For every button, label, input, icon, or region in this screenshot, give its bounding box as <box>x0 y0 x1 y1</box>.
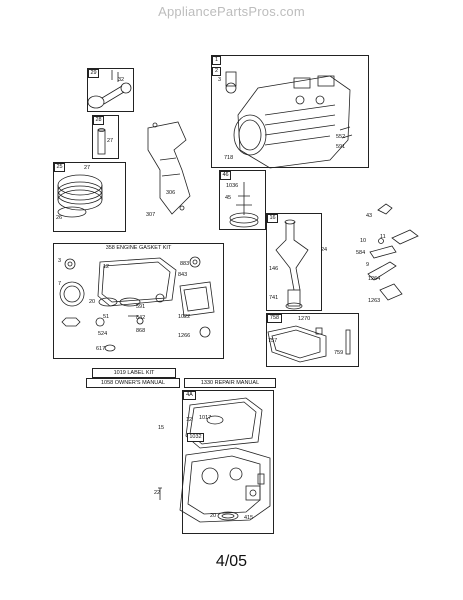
piston-pin-drawing <box>97 128 106 155</box>
air-guide-drawing <box>147 121 191 215</box>
cylinder-sub-ref-number: 2 <box>212 67 221 76</box>
engine-gasket-kit-box: 358 ENGINE GASKET KIT <box>53 243 224 359</box>
label-741: 741 <box>269 295 279 301</box>
rocker-cover-ref-number: 758 <box>267 314 282 323</box>
connecting-rod-box: 29 <box>87 68 134 112</box>
sump-ref-number: 4A <box>183 391 196 400</box>
governor-drawing <box>229 182 259 228</box>
label-11: 11 <box>380 234 386 240</box>
cylinder-block-drawing <box>225 71 353 169</box>
label-45: 45 <box>225 195 232 201</box>
sump-assembly-box: 4A 1032 <box>182 390 274 534</box>
label-26: 26 <box>56 215 63 221</box>
label-kit-title: 1019 LABEL KIT <box>92 368 176 378</box>
page-date: 4/05 <box>215 553 248 570</box>
governor-ref-number: 46 <box>220 171 231 180</box>
label-584: 584 <box>356 250 366 256</box>
label-146: 146 <box>269 266 279 272</box>
label-32: 32 <box>118 77 125 83</box>
gasket-label-883: 883 <box>180 261 190 267</box>
label-1264: 1264 <box>368 276 381 282</box>
label-43: 43 <box>366 213 373 219</box>
gasket-label-842: 842 <box>136 315 146 321</box>
crankshaft-box: 16 <box>266 213 322 311</box>
label-27a: 27 <box>107 138 114 144</box>
gasket-label-51: 51 <box>103 314 110 320</box>
label-1270: 1270 <box>298 316 311 322</box>
label-307: 307 <box>146 212 156 218</box>
piston-drawing <box>57 174 103 218</box>
gasket-label-843: 843 <box>178 272 188 278</box>
governor-box: 46 <box>219 170 266 230</box>
label-591: 591 <box>336 144 346 150</box>
gasket-label-617: 617 <box>96 346 106 352</box>
gasket-label-1266: 1266 <box>178 333 191 339</box>
label-1263: 1263 <box>368 298 381 304</box>
label-718: 718 <box>224 155 234 161</box>
gasket-label-7: 7 <box>58 281 62 287</box>
label-10: 10 <box>360 238 367 244</box>
label-1036: 1036 <box>226 183 239 189</box>
gasket-label-12: 12 <box>103 264 110 270</box>
cylinder-assembly-box: 1 2 <box>211 55 369 168</box>
rocker-cover-box: 758 <box>266 313 359 367</box>
gasket-kit-title: 358 ENGINE GASKET KIT <box>105 245 172 251</box>
label-3: 3 <box>218 77 222 83</box>
piston-pin-box: 28 <box>92 115 119 159</box>
crankshaft-ref-number: 16 <box>267 214 278 223</box>
label-27b: 27 <box>84 165 91 171</box>
repair-manual-title: 1330 REPAIR MANUAL <box>184 378 276 388</box>
sump-sub-ref-number: 1032 <box>187 433 204 442</box>
gasket-kit-drawing <box>59 256 215 352</box>
label-759: 759 <box>334 350 344 356</box>
gasket-label-1022: 1022 <box>178 314 191 320</box>
label-306: 306 <box>166 190 176 196</box>
breather-parts-drawing <box>367 203 419 301</box>
label-15: 15 <box>158 425 165 431</box>
crankshaft-drawing <box>275 219 309 310</box>
label-552: 552 <box>336 134 346 140</box>
cylinder-ref-number: 1 <box>212 56 221 65</box>
piston-pin-ref-number: 28 <box>93 116 104 125</box>
label-12-sump: 12 <box>186 417 193 423</box>
label-20-sump: 20 <box>210 513 217 519</box>
gasket-label-20: 20 <box>89 299 96 305</box>
label-22: 22 <box>154 490 161 496</box>
gasket-label-524: 524 <box>98 331 108 337</box>
gasket-label-868: 868 <box>136 328 146 334</box>
label-9: 9 <box>366 262 370 268</box>
label-24: 24 <box>321 247 328 253</box>
gasket-label-591: 591 <box>136 304 146 310</box>
connecting-rod-ref-number: 29 <box>88 69 99 78</box>
label-757: 757 <box>268 338 278 344</box>
watermark: AppliancePartsPros.com <box>158 4 305 19</box>
owners-manual-title: 1058 OWNER'S MANUAL <box>86 378 180 388</box>
piston-ref-number: 25 <box>54 163 65 172</box>
connecting-rod-drawing <box>87 70 132 109</box>
label-415: 415 <box>244 515 254 521</box>
rocker-cover-drawing <box>267 325 351 363</box>
piston-box: 25 <box>53 162 126 232</box>
label-1017: 1017 <box>199 415 212 421</box>
gasket-label-3: 3 <box>58 258 62 264</box>
